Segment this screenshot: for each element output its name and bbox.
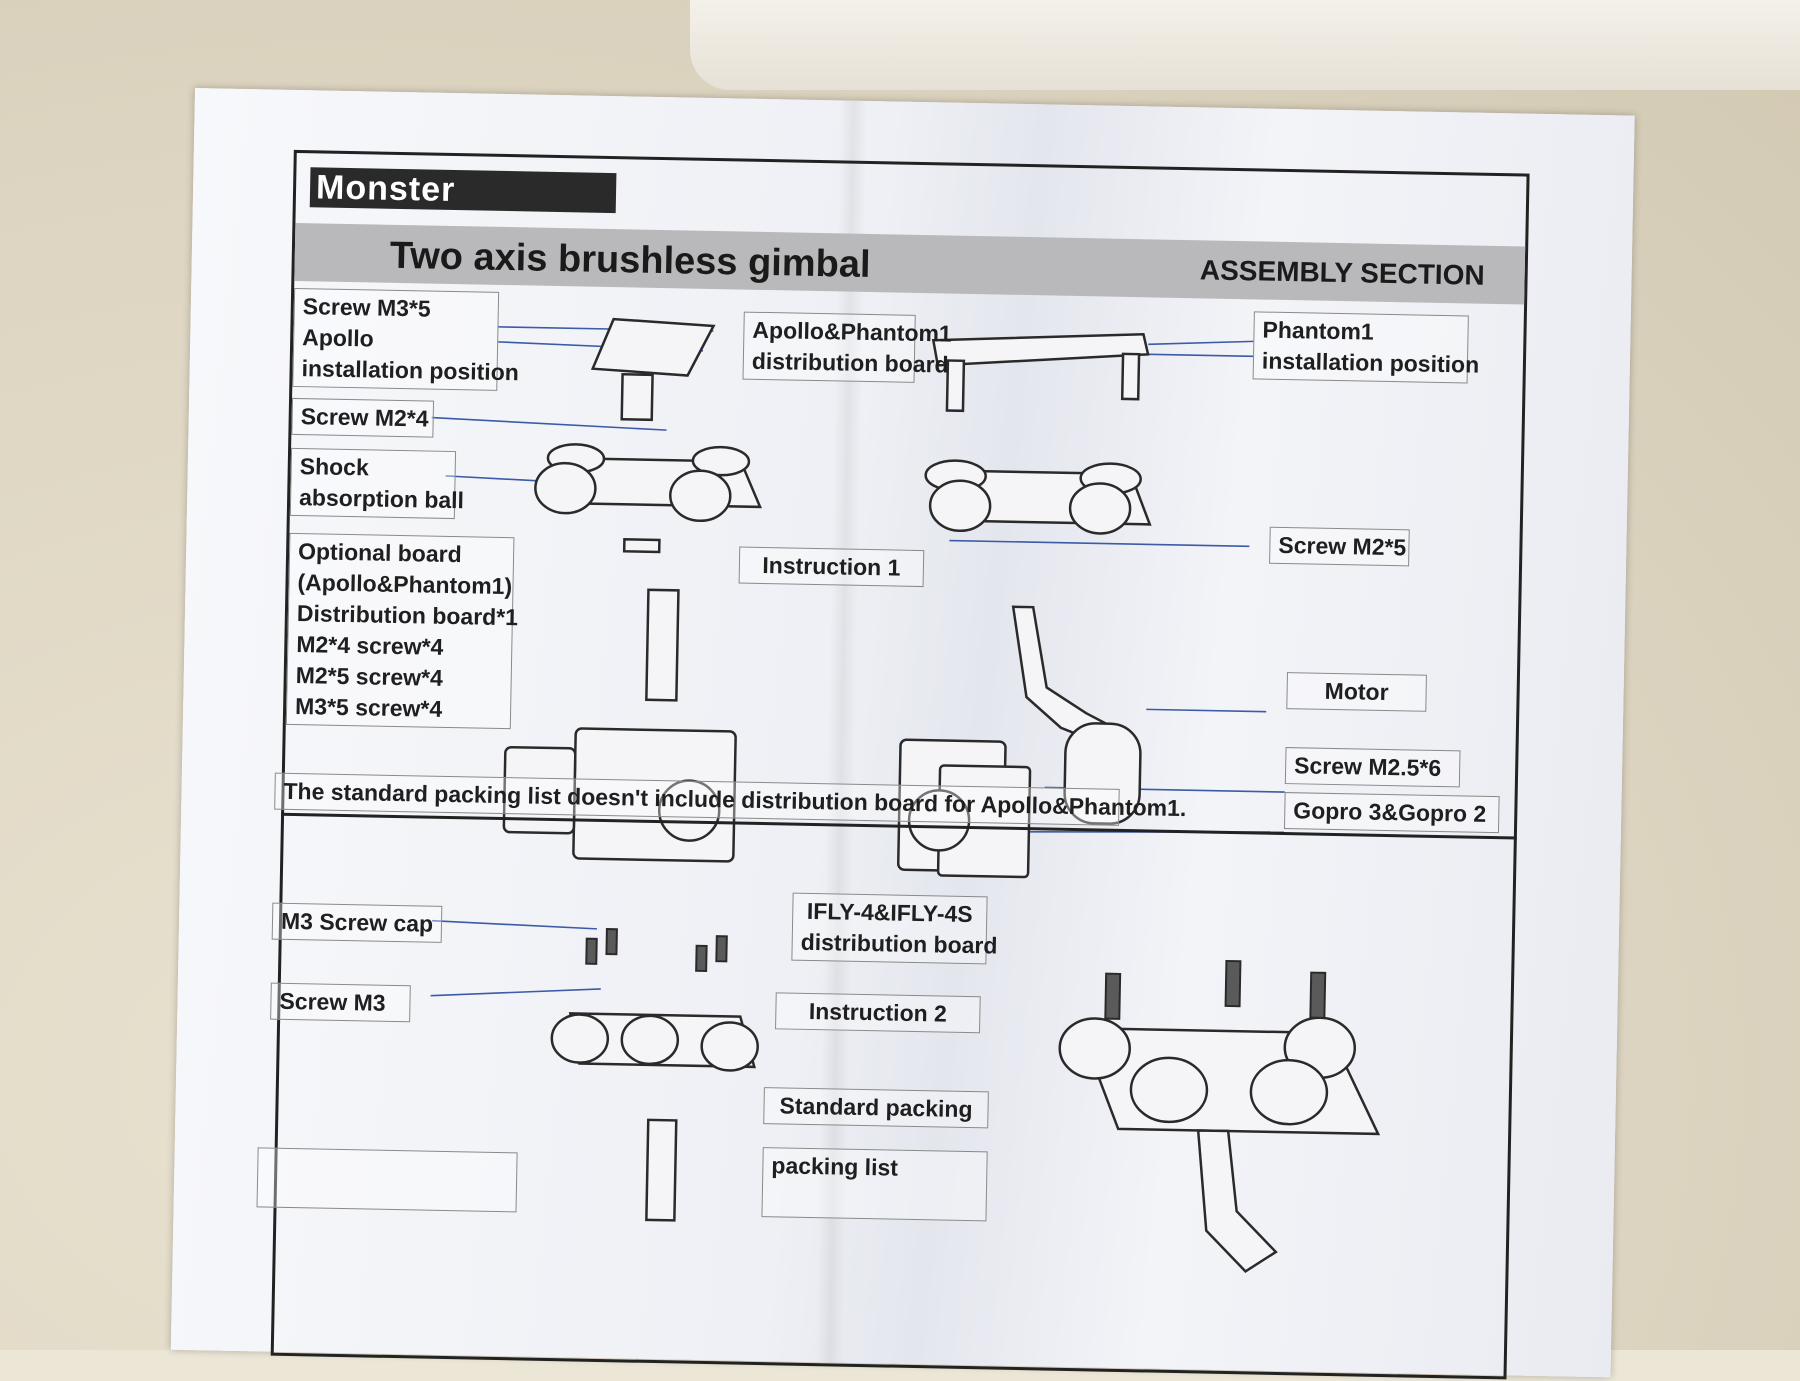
label-line: M2*5 screw*4 — [295, 662, 444, 691]
label-line: installation position — [1261, 347, 1480, 378]
label-line: Instruction 1 — [762, 551, 901, 581]
label-box-partial — [256, 1147, 518, 1213]
foam-packaging — [690, 0, 1800, 90]
label-screw-m2-4: Screw M2*4 — [291, 397, 435, 438]
label-phantom1-position: Phantom1 installation position — [1252, 311, 1480, 384]
label-line: Screw M3 — [279, 987, 386, 1016]
label-motor: Motor — [1286, 672, 1427, 712]
label-apollo-board: Apollo&Phantom1 distribution board — [742, 311, 953, 383]
label-optional-board: Optional board (Apollo&Phantom1) Distrib… — [285, 532, 519, 730]
label-instruction-2: Instruction 2 — [775, 992, 981, 1034]
label-line: Screw M2*5 — [1278, 531, 1407, 561]
instruction-sheet: Monster Two axis brushless gimbal ASSEMB… — [170, 88, 1635, 1380]
label-line: Instruction 2 — [808, 997, 948, 1027]
label-line: Phantom1 — [1262, 316, 1374, 345]
label-screw-m3-5: Screw M3*5 Apollo installation position — [292, 287, 520, 391]
label-line: M3 Screw cap — [280, 907, 434, 937]
label-line: (Apollo&Phantom1) — [297, 569, 513, 600]
label-line: M2*4 screw*4 — [296, 631, 444, 660]
label-screw-m2-5-6: Screw M2.5*6 — [1284, 747, 1461, 788]
label-standard-packing: Standard packing — [763, 1087, 989, 1129]
label-line: installation position — [301, 355, 520, 386]
label-line: packing list — [771, 1152, 899, 1181]
label-ifly-board: IFLY-4&IFLY-4S distribution board — [791, 892, 998, 965]
label-line: IFLY-4&IFLY-4S — [806, 897, 973, 928]
label-line: Screw M2.5*6 — [1293, 752, 1442, 782]
label-line: Screw M2*4 — [300, 403, 429, 432]
assembly-drawing — [430, 317, 1381, 1273]
label-line: Gopro 3&Gopro 2 — [1293, 797, 1487, 827]
label-line: Apollo — [301, 324, 375, 352]
label-screw-m2-5: Screw M2*5 — [1269, 526, 1410, 567]
sheet-frame: Monster Two axis brushless gimbal ASSEMB… — [256, 149, 1530, 1380]
label-gopro: Gopro 3&Gopro 2 — [1283, 792, 1500, 834]
label-line: Screw M3*5 — [302, 293, 431, 322]
label-shock-ball: Shock absorption ball — [289, 447, 465, 520]
label-line: Shock — [299, 453, 370, 481]
label-m3-screw-cap: M3 Screw cap — [271, 902, 443, 943]
label-screw-m3: Screw M3 — [270, 982, 411, 1023]
label-line: distribution board — [800, 928, 998, 959]
label-packing-list: packing list — [761, 1147, 988, 1222]
label-line: Apollo&Phantom1 — [752, 316, 953, 347]
label-line: M3*5 screw*4 — [294, 693, 443, 722]
label-line: Motor — [1324, 677, 1389, 706]
label-line: Distribution board*1 — [296, 600, 519, 631]
label-line: distribution board — [751, 347, 949, 378]
label-line: absorption ball — [298, 484, 465, 514]
label-instruction-1: Instruction 1 — [738, 546, 925, 588]
label-line: Optional board — [297, 538, 462, 568]
label-line: Standard packing — [779, 1092, 973, 1123]
